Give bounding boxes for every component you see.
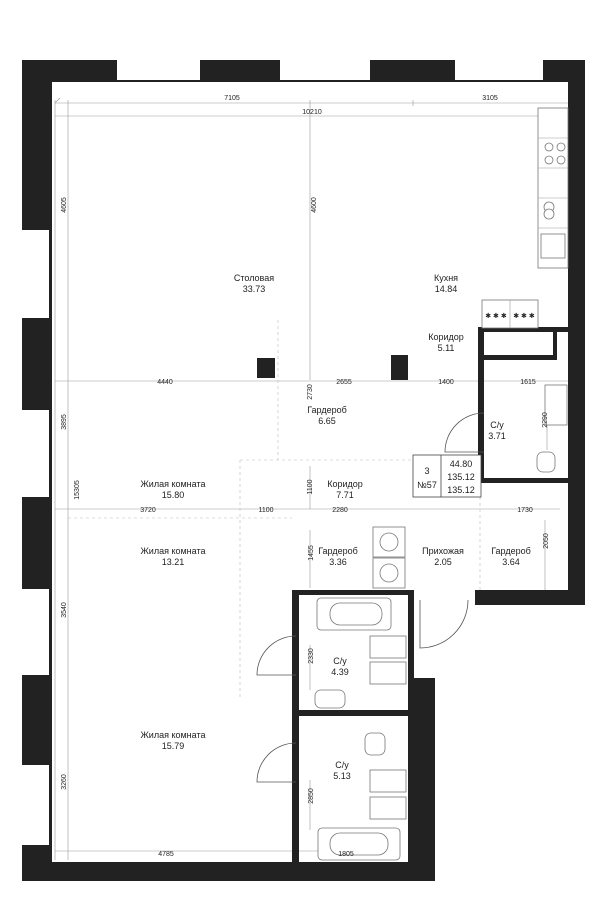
dimension-label: 2290 [542,412,549,428]
room-area: 2.05 [434,557,452,567]
room-name: Кухня [434,273,458,283]
rooms-count: 3 [424,466,429,476]
dimension-label: 4600 [311,197,318,213]
room-name: Жилая комната [140,479,205,489]
room-name: Жилая комната [140,546,205,556]
dimension-label: 2050 [543,533,550,549]
room-area: 5.11 [438,343,455,353]
room-name: Гардероб [307,405,347,415]
dimension-label: 4605 [61,197,68,213]
room-area: 15.79 [162,741,185,751]
dimension-labels: 7105 3105 10210 4605 4600 4440 2655 1400… [61,95,550,858]
doors [256,412,485,783]
apartment-info: 3 №57 44.80 135.12 135.12 [412,454,482,498]
dimension-label: 3105 [482,95,498,102]
room-name: Коридор [428,332,464,342]
fixtures: ✱ ✱ ✱ ✱ ✱ ✱ [314,107,569,861]
room-area: 3.64 [502,557,520,567]
dimension-label: 3540 [61,602,68,618]
room-area: 13.21 [162,557,185,567]
dimension-label: 3720 [140,507,156,514]
room-name: С/у [333,656,347,666]
room-area: 14.84 [435,284,458,294]
cabinet-marks: ✱ ✱ ✱ [513,312,535,320]
dimension-label: 4440 [157,379,173,386]
apartment-number: №57 [417,480,437,490]
room-area: 4.39 [331,667,349,677]
room-area: 3.36 [329,557,347,567]
living-area: 44.80 [450,459,473,469]
room-name: С/у [335,760,349,770]
room-name: Столовая [234,273,274,283]
room-area: 3.71 [488,431,506,441]
dimension-label: 1805 [338,851,354,858]
dimension-label: 1400 [438,379,454,386]
dimension-label: 2655 [336,379,352,386]
dimension-label: 2280 [332,507,348,514]
dimension-label: 3260 [61,774,68,790]
walls [22,60,585,881]
dimension-label: 1615 [520,379,536,386]
dimension-label: 15305 [74,480,81,500]
room-area: 7.71 [336,490,354,500]
dimension-label: 4785 [158,851,174,858]
room-name: Прихожая [422,546,464,556]
room-name: Жилая комната [140,730,205,740]
dimension-label: 10210 [302,109,322,116]
dimension-label: 2730 [307,384,314,400]
dimension-label: 1100 [258,507,273,514]
room-area: 15.80 [162,490,185,500]
room-labels: Столовая 33.73 Кухня 14.84 Коридор 5.11 … [140,273,530,781]
dimension-label: 1730 [517,507,533,514]
room-name: Коридор [327,479,363,489]
dimension-label: 3895 [61,414,68,430]
dimension-label: 1100 [307,479,314,494]
dimension-label: 1455 [308,545,315,561]
room-name: Гардероб [491,546,531,556]
dimension-label: 7105 [224,95,240,102]
total-area: 135.12 [447,472,475,482]
room-area: 5.13 [333,771,351,781]
room-name: С/у [490,420,504,430]
room-area: 6.65 [318,416,336,426]
dimension-label: 2850 [308,788,315,804]
total-area-2: 135.12 [447,485,475,495]
cabinet-marks: ✱ ✱ ✱ [485,312,507,320]
dimension-label: 2330 [308,648,315,664]
room-area: 33.73 [243,284,266,294]
room-name: Гардероб [318,546,358,556]
